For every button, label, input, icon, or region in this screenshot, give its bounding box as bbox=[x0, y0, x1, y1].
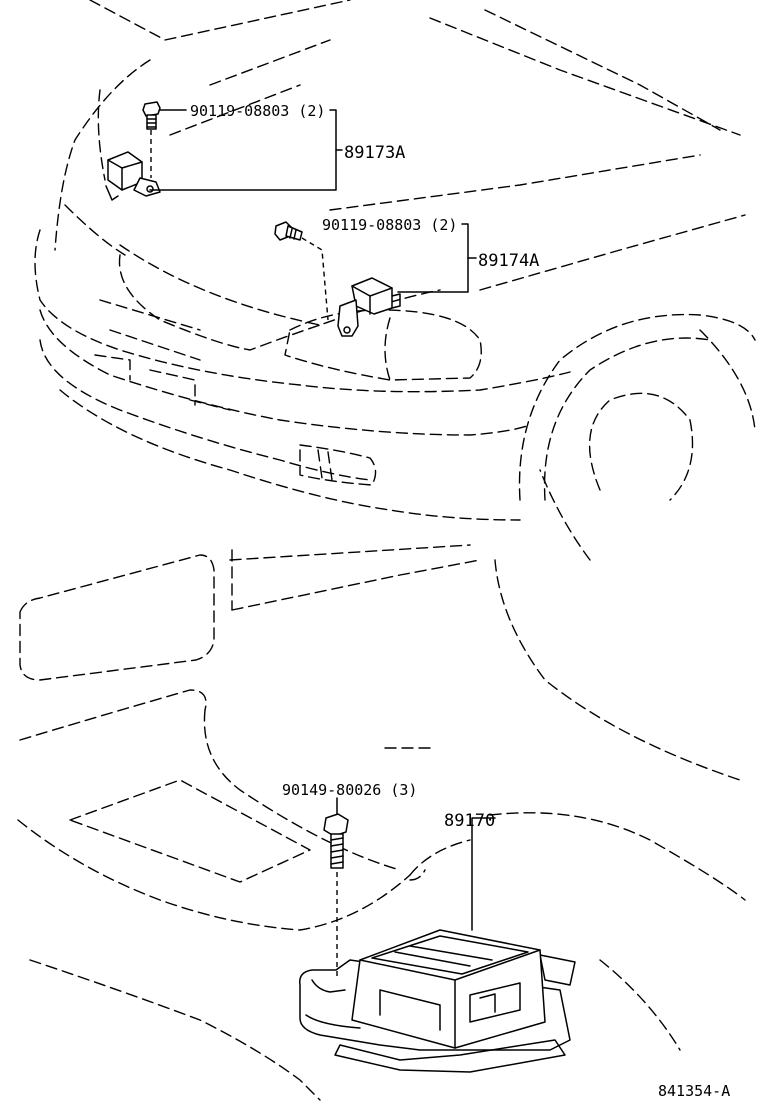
front-sensor-left bbox=[105, 101, 161, 201]
screw-icon bbox=[323, 813, 349, 869]
callout-bolt-upper-2: 90119-08803 (2) bbox=[322, 216, 457, 234]
interior-outline bbox=[17, 549, 746, 1101]
callout-sensor-left: 89173A bbox=[344, 143, 405, 163]
callout-bolt-lower: 90149-80026 (3) bbox=[282, 781, 417, 799]
leader-lines bbox=[149, 109, 496, 931]
car-body-outline bbox=[34, 0, 756, 561]
callout-bolt-upper-1: 90119-08803 (2) bbox=[190, 102, 325, 120]
bolt-icon bbox=[142, 101, 161, 130]
callout-sensor-right: 89174A bbox=[478, 251, 539, 271]
callout-ecu: 89170 bbox=[444, 811, 495, 831]
figure-code: 841354-A bbox=[658, 1082, 730, 1100]
bolt-icon bbox=[274, 221, 303, 241]
airbag-ecu bbox=[299, 813, 576, 1073]
front-sensor-right bbox=[274, 221, 401, 337]
